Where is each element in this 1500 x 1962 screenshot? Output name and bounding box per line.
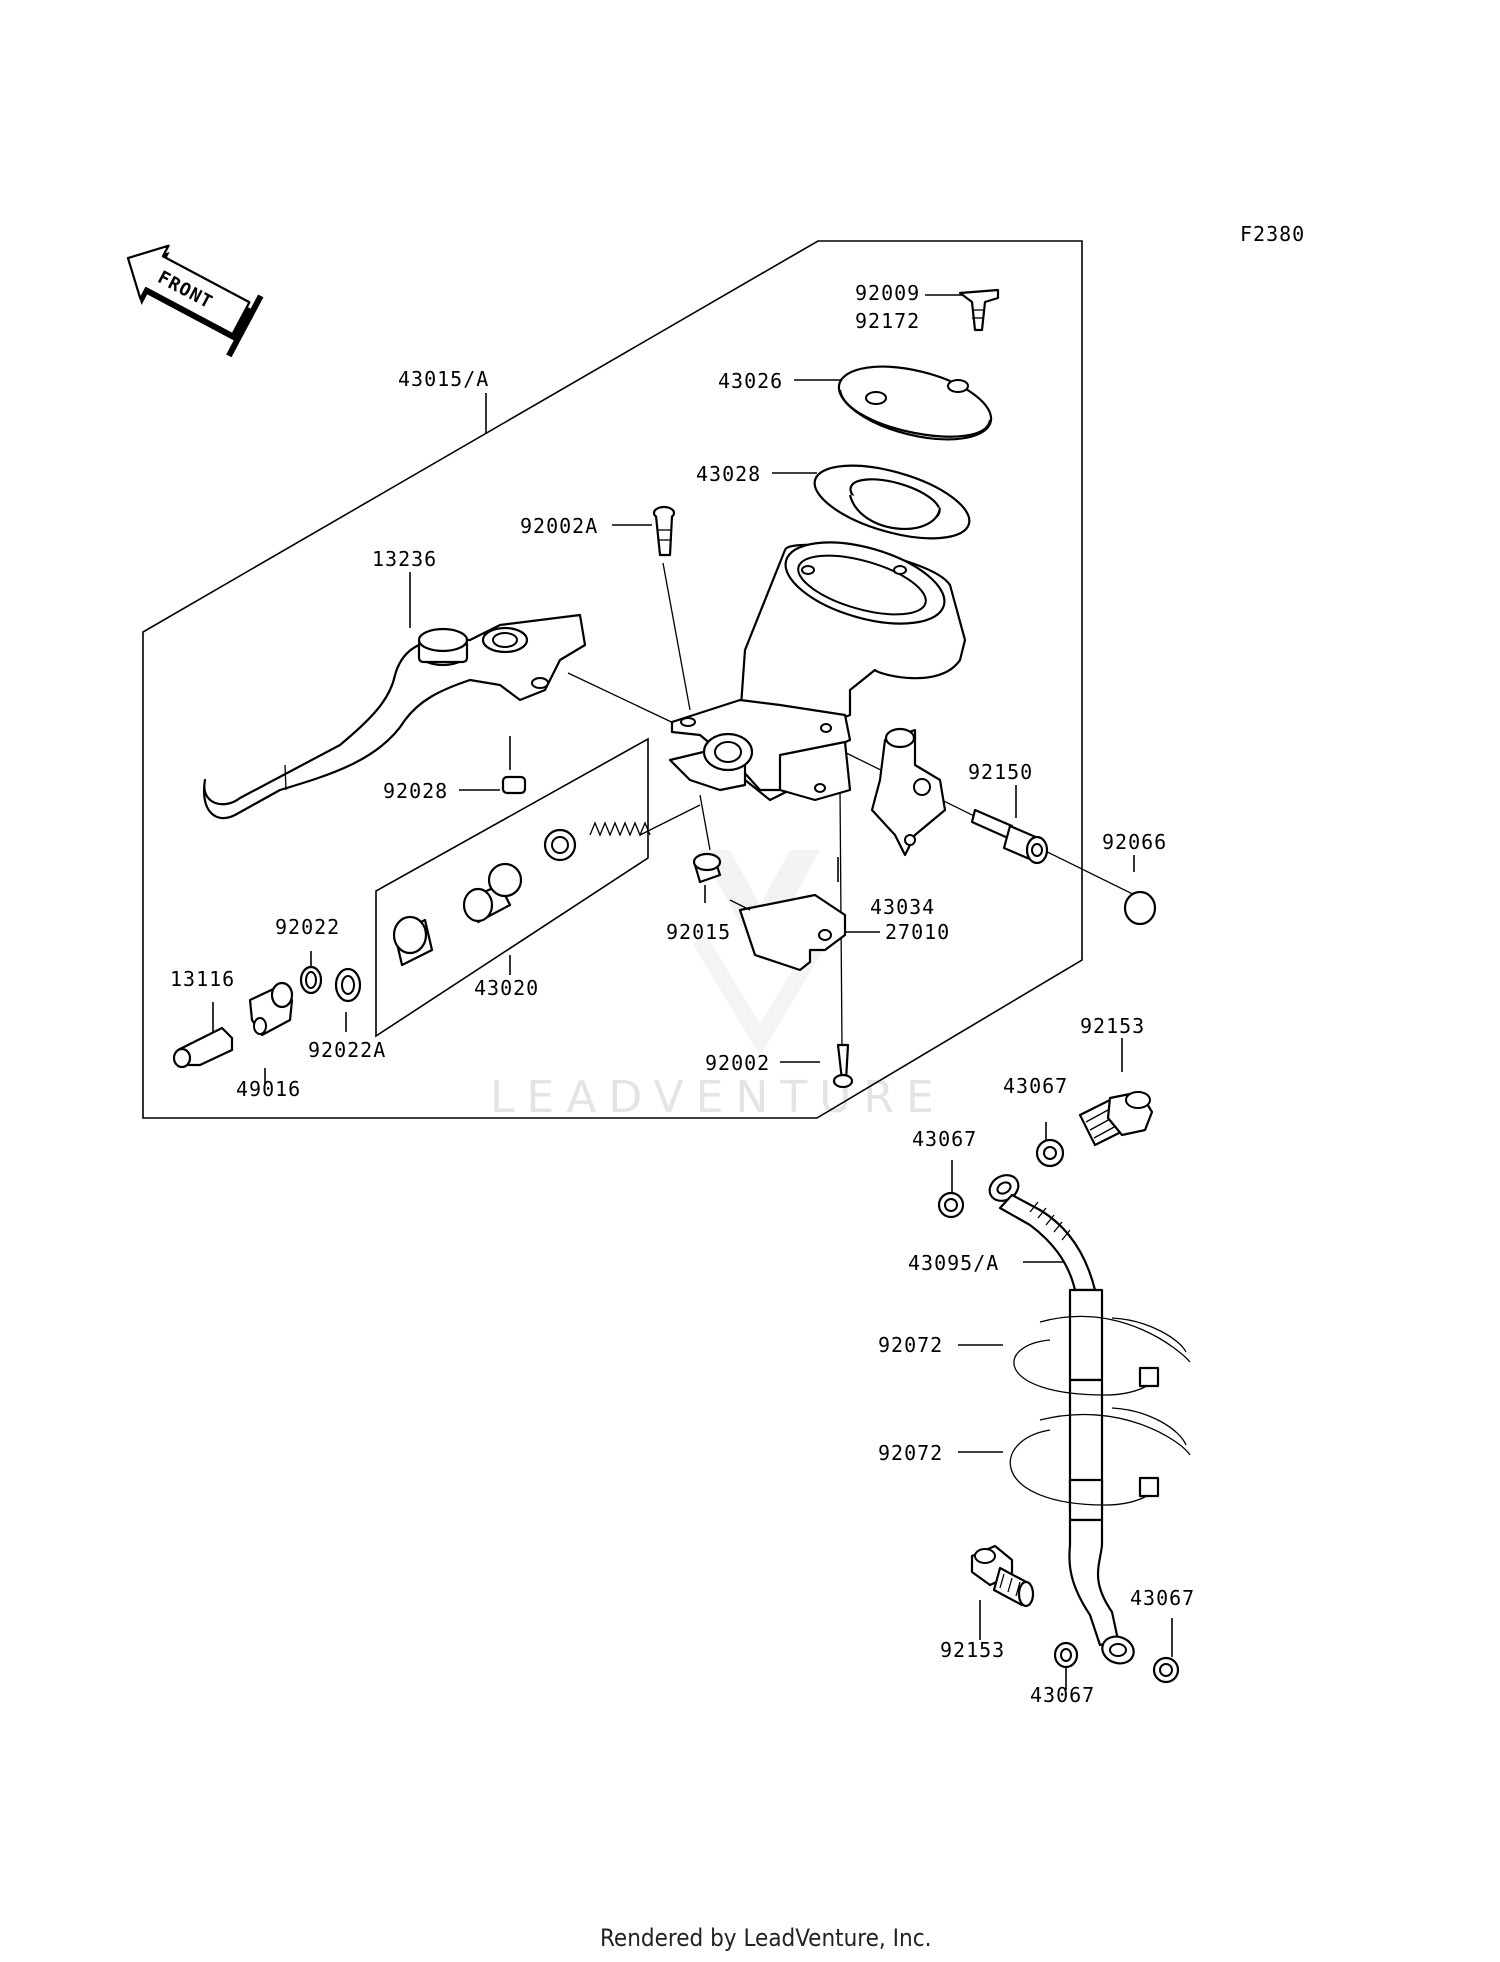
piston-kit-43020 — [392, 821, 651, 967]
label-92150: 92150 — [968, 760, 1033, 784]
label-92009: 92009 — [855, 281, 920, 305]
label-43067-b: 43067 — [912, 1127, 977, 1151]
label-43067-d: 43067 — [1130, 1586, 1195, 1610]
boot-49016 — [248, 981, 294, 1037]
banjo-bolt-92153-lower — [970, 1544, 1035, 1608]
label-92153-lower: 92153 — [940, 1638, 1005, 1662]
cap-92015 — [692, 852, 722, 884]
label-92015: 92015 — [666, 920, 731, 944]
brake-hose-43095A — [988, 1174, 1135, 1665]
washer-43067-b — [937, 1191, 965, 1219]
label-92072-upper: 92072 — [878, 1333, 943, 1357]
label-92153-upper: 92153 — [1080, 1014, 1145, 1038]
label-13236: 13236 — [372, 547, 437, 571]
bushing-92028 — [501, 775, 527, 795]
label-43026: 43026 — [718, 369, 783, 393]
label-43034: 43034 — [870, 895, 935, 919]
reservoir-cap-43026 — [837, 365, 993, 441]
hose-clamp-92072-upper — [1013, 1316, 1191, 1396]
label-43015A: 43015/A — [398, 367, 489, 391]
label-43095A: 43095/A — [908, 1251, 999, 1275]
label-92172: 92172 — [855, 309, 920, 333]
bolt-92150 — [970, 808, 1049, 865]
label-92072-lower: 92072 — [878, 1441, 943, 1465]
label-43067-a: 43067 — [1003, 1074, 1068, 1098]
bolt-92002A — [652, 505, 676, 557]
pin-13116 — [172, 1026, 234, 1069]
washer-43067-c — [1053, 1641, 1079, 1669]
label-43020: 43020 — [474, 976, 539, 1000]
label-13116: 13116 — [170, 967, 235, 991]
lever-13236 — [202, 613, 587, 820]
label-43067-c: 43067 — [1030, 1683, 1095, 1707]
switch-27010 — [729, 893, 847, 972]
label-92002: 92002 — [705, 1051, 770, 1075]
diagram-code: F2380 — [1240, 222, 1305, 246]
circlip-92022 — [299, 965, 323, 995]
label-92022: 92022 — [275, 915, 340, 939]
label-43028: 43028 — [696, 462, 761, 486]
washer-43067-a — [1035, 1138, 1065, 1168]
screw-92009 — [958, 288, 1000, 332]
washer-43067-d — [1152, 1656, 1180, 1684]
master-cylinder-body — [668, 541, 967, 802]
washer-92022A — [334, 967, 362, 1003]
clamp-43034 — [870, 727, 947, 857]
label-49016: 49016 — [236, 1077, 301, 1101]
label-92002A: 92002A — [520, 514, 598, 538]
label-27010: 27010 — [885, 920, 950, 944]
watermark: LEADVENTURE — [490, 1072, 946, 1123]
hose-clamp-92072-lower — [1009, 1407, 1191, 1506]
diaphragm-43028 — [813, 464, 971, 540]
label-92066: 92066 — [1102, 830, 1167, 854]
assembly-boundary — [142, 240, 1083, 1119]
label-92028: 92028 — [383, 779, 448, 803]
footer-credit: Rendered by LeadVenture, Inc. — [600, 1924, 931, 1952]
label-92022A: 92022A — [308, 1038, 386, 1062]
banjo-bolt-92153-upper — [1078, 1090, 1154, 1147]
plug-92066 — [1123, 890, 1157, 926]
piston-kit-bracket — [375, 737, 649, 1038]
screw-92002 — [832, 1043, 854, 1089]
front-arrow-icon: FRONT — [126, 244, 264, 358]
